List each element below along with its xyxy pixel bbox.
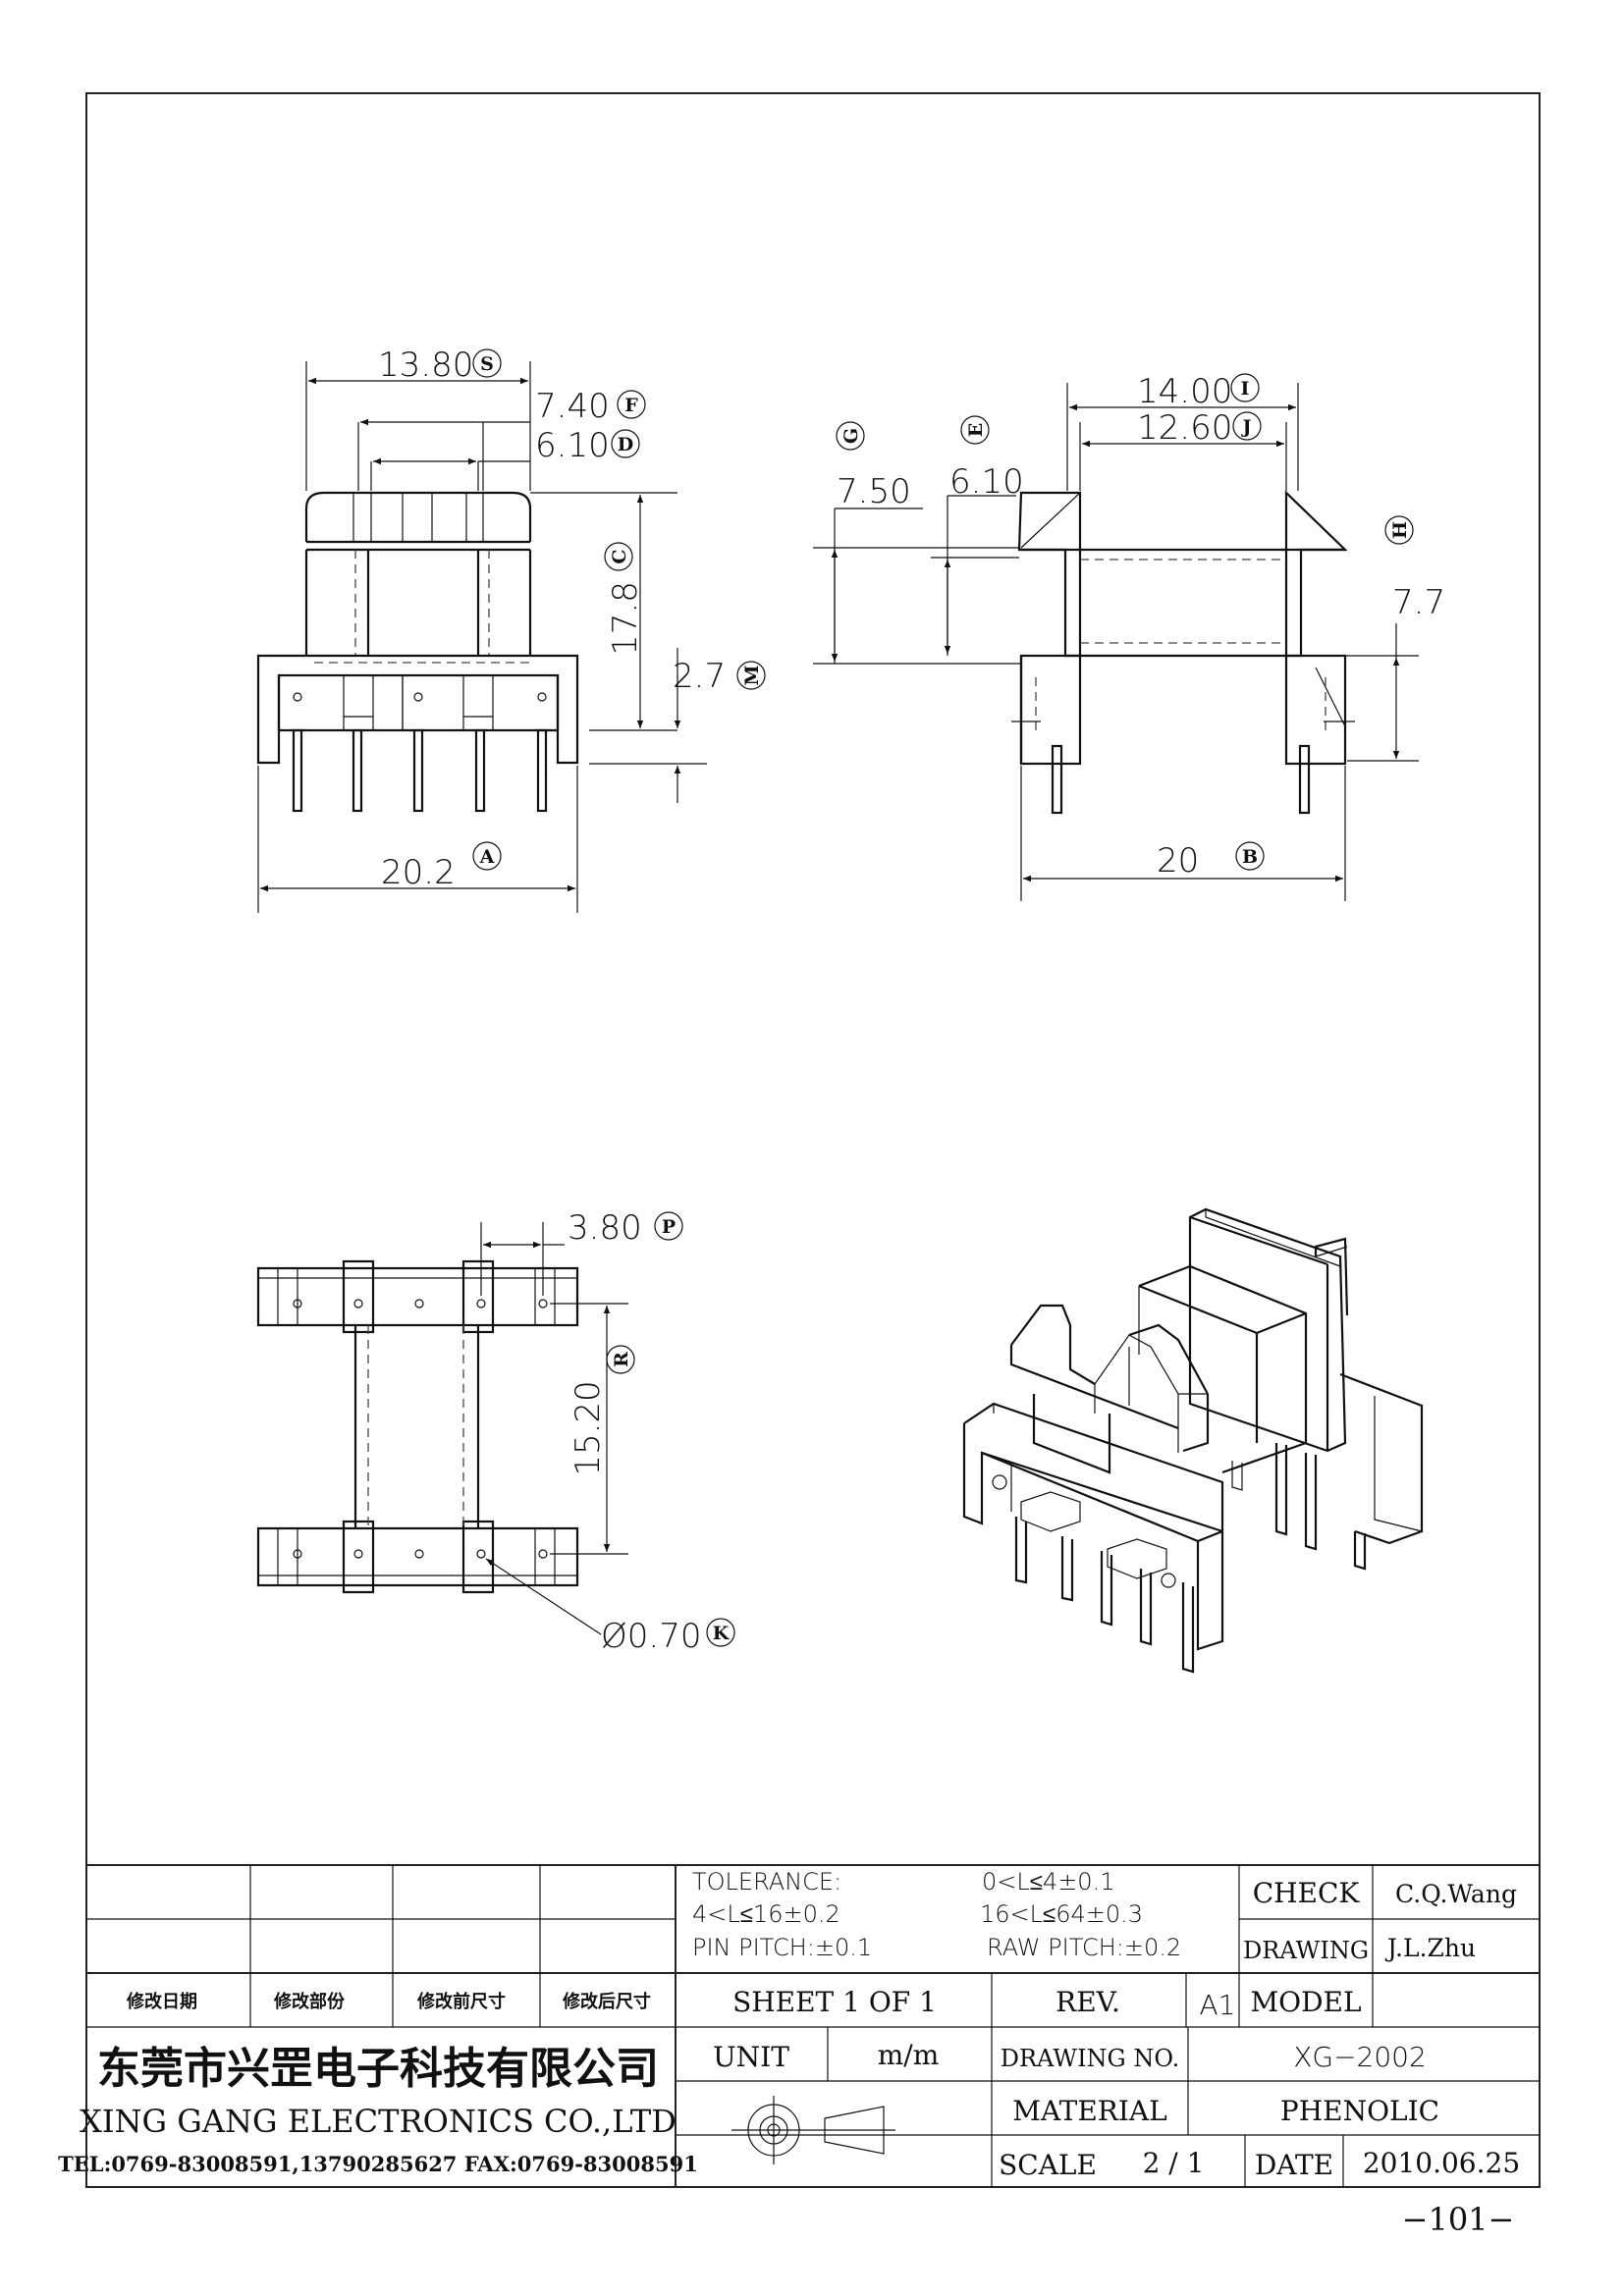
tolerance-1: 0<L≤4±0.1 bbox=[982, 1868, 1114, 1896]
label-k: K bbox=[706, 1618, 735, 1647]
label-f-text: F bbox=[624, 395, 638, 416]
label-f: F bbox=[617, 390, 646, 419]
tolerance-label: TOLERANCE: bbox=[692, 1868, 841, 1896]
date-value: 2010.06.25 bbox=[1363, 2147, 1520, 2179]
isometric-view bbox=[962, 1207, 1424, 1674]
model-label: MODEL bbox=[1250, 1986, 1361, 2018]
label-j-text: J bbox=[1241, 416, 1252, 438]
drawing-frame bbox=[85, 92, 1541, 2188]
label-c: C bbox=[604, 542, 633, 571]
scale-label: SCALE bbox=[999, 2149, 1097, 2181]
bottom-view bbox=[256, 1222, 628, 1635]
tolerance-3: 16<L≤64±0.3 bbox=[980, 1900, 1143, 1928]
dim-m-value: 2.7 bbox=[673, 657, 726, 696]
label-a-text: A bbox=[479, 846, 495, 868]
sheet-label: SHEET 1 OF 1 bbox=[732, 1986, 937, 2018]
scale-value: 2 / 1 bbox=[1143, 2147, 1205, 2179]
rev-header-after: 修改后尺寸 bbox=[562, 1991, 651, 2012]
raw-pitch: RAW PITCH:±0.2 bbox=[987, 1934, 1181, 1961]
dim-a-value: 20.2 bbox=[381, 853, 456, 892]
drawing-value: J.L.Zhu bbox=[1384, 1934, 1476, 1962]
label-h-text: H bbox=[1389, 521, 1411, 539]
page-number: −101− bbox=[1402, 2201, 1515, 2238]
label-a: A bbox=[472, 841, 502, 871]
label-i: I bbox=[1230, 373, 1260, 402]
material-value: PHENOLIC bbox=[1280, 2095, 1439, 2127]
side-view bbox=[813, 383, 1419, 901]
label-b: B bbox=[1235, 841, 1265, 871]
label-s: S bbox=[472, 348, 502, 378]
company-contact: TEL:0769-83008591,13790285627 FAX:0769-8… bbox=[58, 2152, 698, 2176]
label-b-text: B bbox=[1242, 846, 1258, 868]
pin-pitch: PIN PITCH:±0.1 bbox=[692, 1934, 872, 1961]
dim-b-value: 20 bbox=[1157, 841, 1199, 881]
check-label: CHECK bbox=[1253, 1877, 1361, 1909]
label-k-text: K bbox=[713, 1623, 731, 1644]
dim-c-value: 17.8 bbox=[606, 581, 645, 656]
dim-f-value: 7.40 bbox=[535, 387, 610, 426]
dim-j-value: 12.60 bbox=[1137, 408, 1232, 448]
date-label: DATE bbox=[1255, 2149, 1333, 2181]
tolerance-2: 4<L≤16±0.2 bbox=[692, 1900, 840, 1928]
dim-g-value: 7.50 bbox=[837, 472, 911, 511]
dim-e-value: 6.10 bbox=[949, 462, 1024, 502]
dim-r-value: 15.20 bbox=[568, 1380, 608, 1475]
rev-header-part: 修改部份 bbox=[273, 1991, 346, 2012]
label-e-text: E bbox=[965, 423, 987, 437]
label-i-text: I bbox=[1241, 378, 1250, 400]
label-s-text: S bbox=[480, 353, 494, 375]
label-p: P bbox=[654, 1211, 683, 1241]
rev-header-date: 修改日期 bbox=[126, 1991, 197, 2012]
company-name-en: XING GANG ELECTRONICS CO.,LTD bbox=[80, 2103, 677, 2140]
unit-label: UNIT bbox=[713, 2041, 789, 2073]
dim-i-value: 14.00 bbox=[1137, 372, 1232, 411]
dim-s-value: 13.80 bbox=[378, 346, 473, 385]
rev-value: A1 bbox=[1200, 1989, 1236, 2021]
drawing-label: DRAWING bbox=[1243, 1937, 1369, 1964]
material-label: MATERIAL bbox=[1012, 2095, 1166, 2127]
label-m-text: M bbox=[741, 665, 763, 685]
title-block bbox=[86, 1864, 1540, 2187]
unit-value: m/m bbox=[878, 2039, 940, 2071]
dim-d-value: 6.10 bbox=[535, 426, 610, 465]
label-j: J bbox=[1232, 411, 1262, 441]
label-c-text: C bbox=[609, 549, 630, 563]
label-g: G bbox=[836, 421, 865, 451]
rev-label: REV. bbox=[1056, 1986, 1120, 2018]
dim-p-value: 3.80 bbox=[568, 1208, 642, 1248]
label-d: D bbox=[611, 429, 640, 458]
label-p-text: P bbox=[662, 1216, 676, 1238]
company-name-cn: 东莞市兴罡电子科技有限公司 bbox=[97, 2044, 659, 2094]
label-e: E bbox=[960, 415, 990, 445]
label-h: H bbox=[1384, 515, 1414, 545]
dim-h-value: 7.7 bbox=[1392, 583, 1445, 622]
drawing-no-label: DRAWING NO. bbox=[1001, 2045, 1180, 2072]
rev-header-before: 修改前尺寸 bbox=[416, 1991, 506, 2012]
drawing-no-value: XG−2002 bbox=[1293, 2041, 1427, 2073]
label-m: M bbox=[736, 661, 766, 690]
dim-k-value: Ø0.70 bbox=[601, 1617, 701, 1656]
label-g-text: G bbox=[840, 428, 862, 444]
label-r: R bbox=[606, 1345, 635, 1374]
check-value: C.Q.Wang bbox=[1395, 1880, 1517, 1908]
front-view bbox=[256, 361, 707, 913]
label-d-text: D bbox=[618, 434, 633, 455]
label-r-text: R bbox=[611, 1352, 632, 1367]
